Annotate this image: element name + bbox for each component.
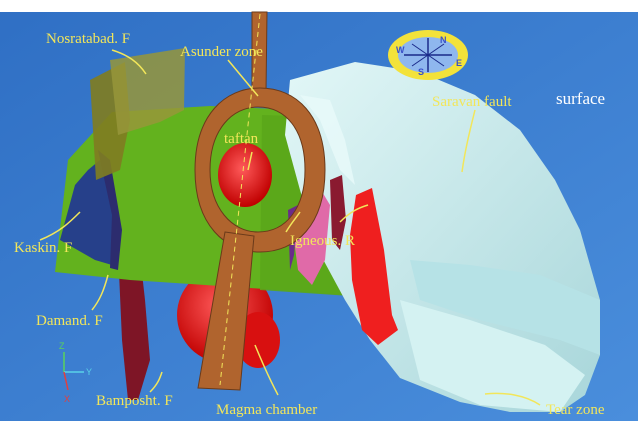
compass-s: S: [418, 67, 424, 77]
damand-fault-label: Damand. F: [36, 313, 103, 329]
axis-x-label: X: [64, 394, 70, 404]
taftan-label: taftan: [224, 131, 259, 147]
compass-w: W: [396, 45, 405, 55]
axis-z-label: Z: [59, 341, 65, 351]
tear-zone-label: Tear zone: [546, 402, 605, 418]
compass-e: E: [456, 58, 462, 68]
saravan-fault-label: Saravan fault: [432, 94, 512, 110]
bamposht-fault-label: Bamposht. F: [96, 393, 173, 409]
igneous-rock-label: Igneous. R: [290, 233, 355, 249]
nosratabad-fault-label: Nosratabad. F: [46, 31, 130, 47]
asunder-zone-label: Asunder zone: [180, 44, 263, 60]
surface-label: surface: [556, 89, 605, 108]
magma-chamber-label: Magma chamber: [216, 402, 317, 418]
axis-y-label: Y: [86, 367, 92, 377]
compass-rose: N S E W: [388, 30, 468, 80]
top-border: [0, 0, 638, 12]
kaskin-fault-label: Kaskin. F: [14, 240, 72, 256]
compass-n: N: [440, 35, 447, 45]
